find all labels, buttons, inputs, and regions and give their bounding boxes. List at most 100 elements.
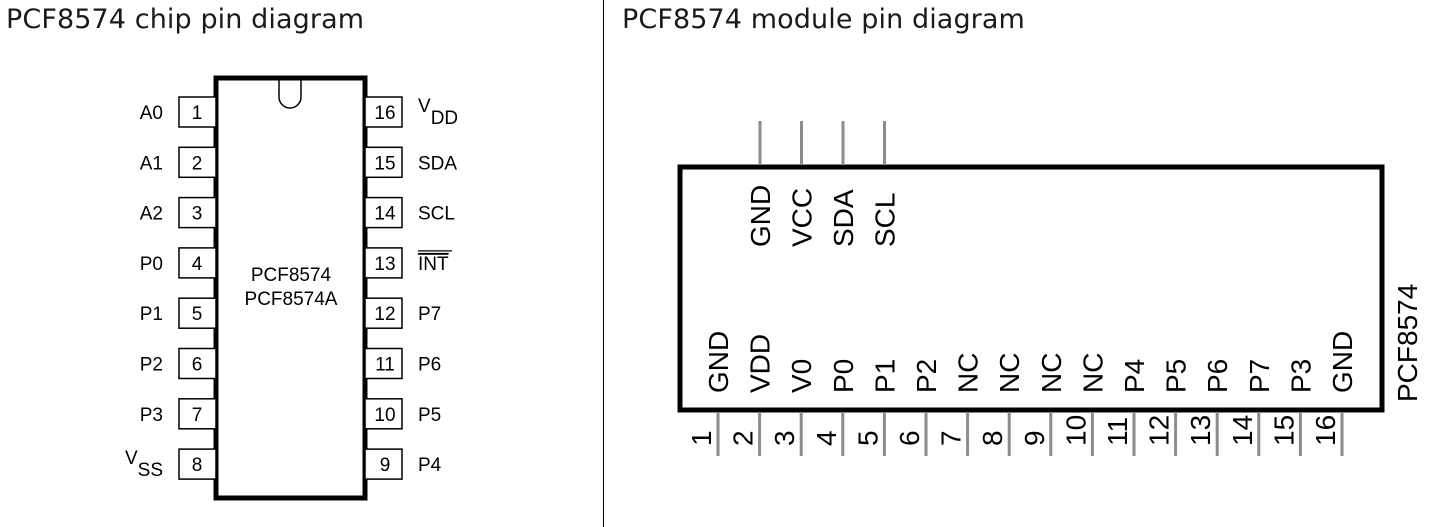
pin-box bbox=[178, 96, 217, 128]
pin-box bbox=[178, 247, 217, 279]
pin-number: 3 bbox=[192, 204, 203, 225]
pin-name-main: P6 bbox=[418, 355, 441, 376]
pin-name-main: P7 bbox=[418, 304, 441, 325]
pin-number: 13 bbox=[374, 254, 395, 275]
pin-name: P7 bbox=[1244, 359, 1275, 393]
pin-name-main: P1 bbox=[140, 304, 163, 325]
pin-box bbox=[364, 196, 403, 229]
pin-number: 13 bbox=[1185, 415, 1216, 446]
pin-name: SDA bbox=[828, 189, 859, 247]
pin-name: P4 bbox=[1119, 359, 1150, 393]
pin-name: P7 bbox=[418, 304, 441, 325]
pin-name: P1 bbox=[140, 304, 163, 325]
module-top-pin: SDA bbox=[828, 121, 859, 247]
chip-pin: 14 SCL bbox=[364, 196, 455, 229]
module-bottom-pin: P7 14 bbox=[1227, 359, 1275, 456]
pin-box bbox=[178, 146, 217, 179]
pin-name: VSS bbox=[125, 448, 163, 481]
pin-box bbox=[364, 347, 403, 380]
module-bottom-pin: VDD 2 bbox=[728, 334, 776, 456]
pin-name: P0 bbox=[828, 359, 859, 393]
chip-pin: 6 P2 bbox=[140, 347, 217, 380]
pin-number: 2 bbox=[728, 430, 759, 446]
pin-name: NC bbox=[994, 353, 1025, 393]
pin-name-main: P4 bbox=[418, 455, 442, 476]
chip-pin: 1 A0 bbox=[140, 96, 217, 128]
pin-number: 5 bbox=[192, 304, 203, 325]
pin-number: 14 bbox=[374, 204, 396, 225]
pin-name-main: A0 bbox=[140, 103, 163, 124]
pin-name-main: A2 bbox=[140, 204, 163, 225]
chip-body bbox=[213, 75, 368, 501]
pin-name: P3 bbox=[1285, 359, 1316, 393]
chip-pin: 10 P5 bbox=[364, 398, 441, 430]
pin-box bbox=[178, 297, 217, 329]
pin-box bbox=[178, 448, 217, 480]
pin-name: V0 bbox=[786, 359, 817, 393]
chip-pin: 7P3 bbox=[140, 398, 217, 430]
pin-name: P6 bbox=[1202, 359, 1233, 393]
pin-number: 3 bbox=[769, 430, 800, 446]
pin-number: 10 bbox=[1060, 415, 1091, 446]
pin-name: INT bbox=[418, 254, 449, 275]
chip-pin: 4P0 bbox=[140, 247, 217, 279]
module-bottom-pin: P26 bbox=[894, 359, 942, 456]
pin-name: P6 bbox=[418, 355, 441, 376]
pin-name: VDD bbox=[418, 96, 458, 129]
pin-name: GND bbox=[703, 331, 734, 393]
pin-number: 5 bbox=[852, 430, 883, 446]
pin-name: SCL bbox=[418, 204, 455, 225]
module-side-label: PCF8574 bbox=[1392, 284, 1423, 402]
module-bottom-pin: P6 13 bbox=[1185, 359, 1233, 456]
pin-name: A2 bbox=[140, 204, 163, 225]
pin-number: 15 bbox=[374, 153, 395, 174]
pin-name-main: P2 bbox=[140, 355, 163, 376]
pin-number: 16 bbox=[374, 103, 395, 124]
module-bottom-pin: P0 4 bbox=[811, 359, 859, 456]
pin-box bbox=[178, 347, 217, 380]
pin-name: P5 bbox=[1161, 359, 1192, 393]
pin-name: SCL bbox=[870, 193, 901, 247]
pin-box bbox=[178, 398, 217, 430]
pin-box bbox=[364, 398, 403, 430]
pin-name-main: A1 bbox=[140, 153, 163, 174]
pin-name-subscript: DD bbox=[431, 108, 458, 129]
module-bottom-pin: NC9 bbox=[1019, 353, 1067, 456]
pin-name-subscript: SS bbox=[138, 460, 163, 481]
pin-name-main: P0 bbox=[140, 254, 163, 275]
pin-number: 4 bbox=[811, 430, 842, 446]
module-top-pin: VCC bbox=[787, 121, 818, 247]
pin-number: 6 bbox=[192, 355, 203, 376]
chip-pin-diagram: PCF8574 PCF8574A 1A02A13A24P05P16P27P38V… bbox=[125, 75, 458, 501]
pin-name: NC bbox=[1077, 353, 1108, 393]
pin-name-main: P3 bbox=[140, 405, 163, 426]
pin-box bbox=[364, 247, 403, 279]
module-bottom-pin: NC7 bbox=[936, 353, 984, 456]
pin-number: 15 bbox=[1268, 415, 1299, 446]
pin-number: 14 bbox=[1227, 415, 1258, 446]
pin-number: 10 bbox=[374, 405, 395, 426]
pin-number: 1 bbox=[192, 103, 203, 124]
pin-name: VDD bbox=[745, 334, 776, 393]
module-bottom-pin: NC 10 bbox=[1060, 353, 1108, 456]
pin-name-main: INT bbox=[418, 254, 449, 275]
chip-pin: 2A1 bbox=[140, 146, 217, 179]
module-bottom-pin: P3 15 bbox=[1268, 359, 1316, 456]
chip-pin: 13 INT bbox=[364, 247, 452, 279]
pin-name-main: SCL bbox=[418, 204, 455, 225]
pin-name: P2 bbox=[140, 355, 163, 376]
pin-name: P4 bbox=[418, 455, 442, 476]
module-top-pin: GND bbox=[745, 121, 776, 247]
pin-name: P5 bbox=[418, 405, 441, 426]
pin-name: NC bbox=[1036, 353, 1067, 393]
pin-name: P0 bbox=[140, 254, 163, 275]
pin-box bbox=[364, 297, 403, 329]
module-bottom-pin: V0 3 bbox=[769, 359, 817, 456]
chip-pin: 5 P1 bbox=[140, 297, 217, 329]
